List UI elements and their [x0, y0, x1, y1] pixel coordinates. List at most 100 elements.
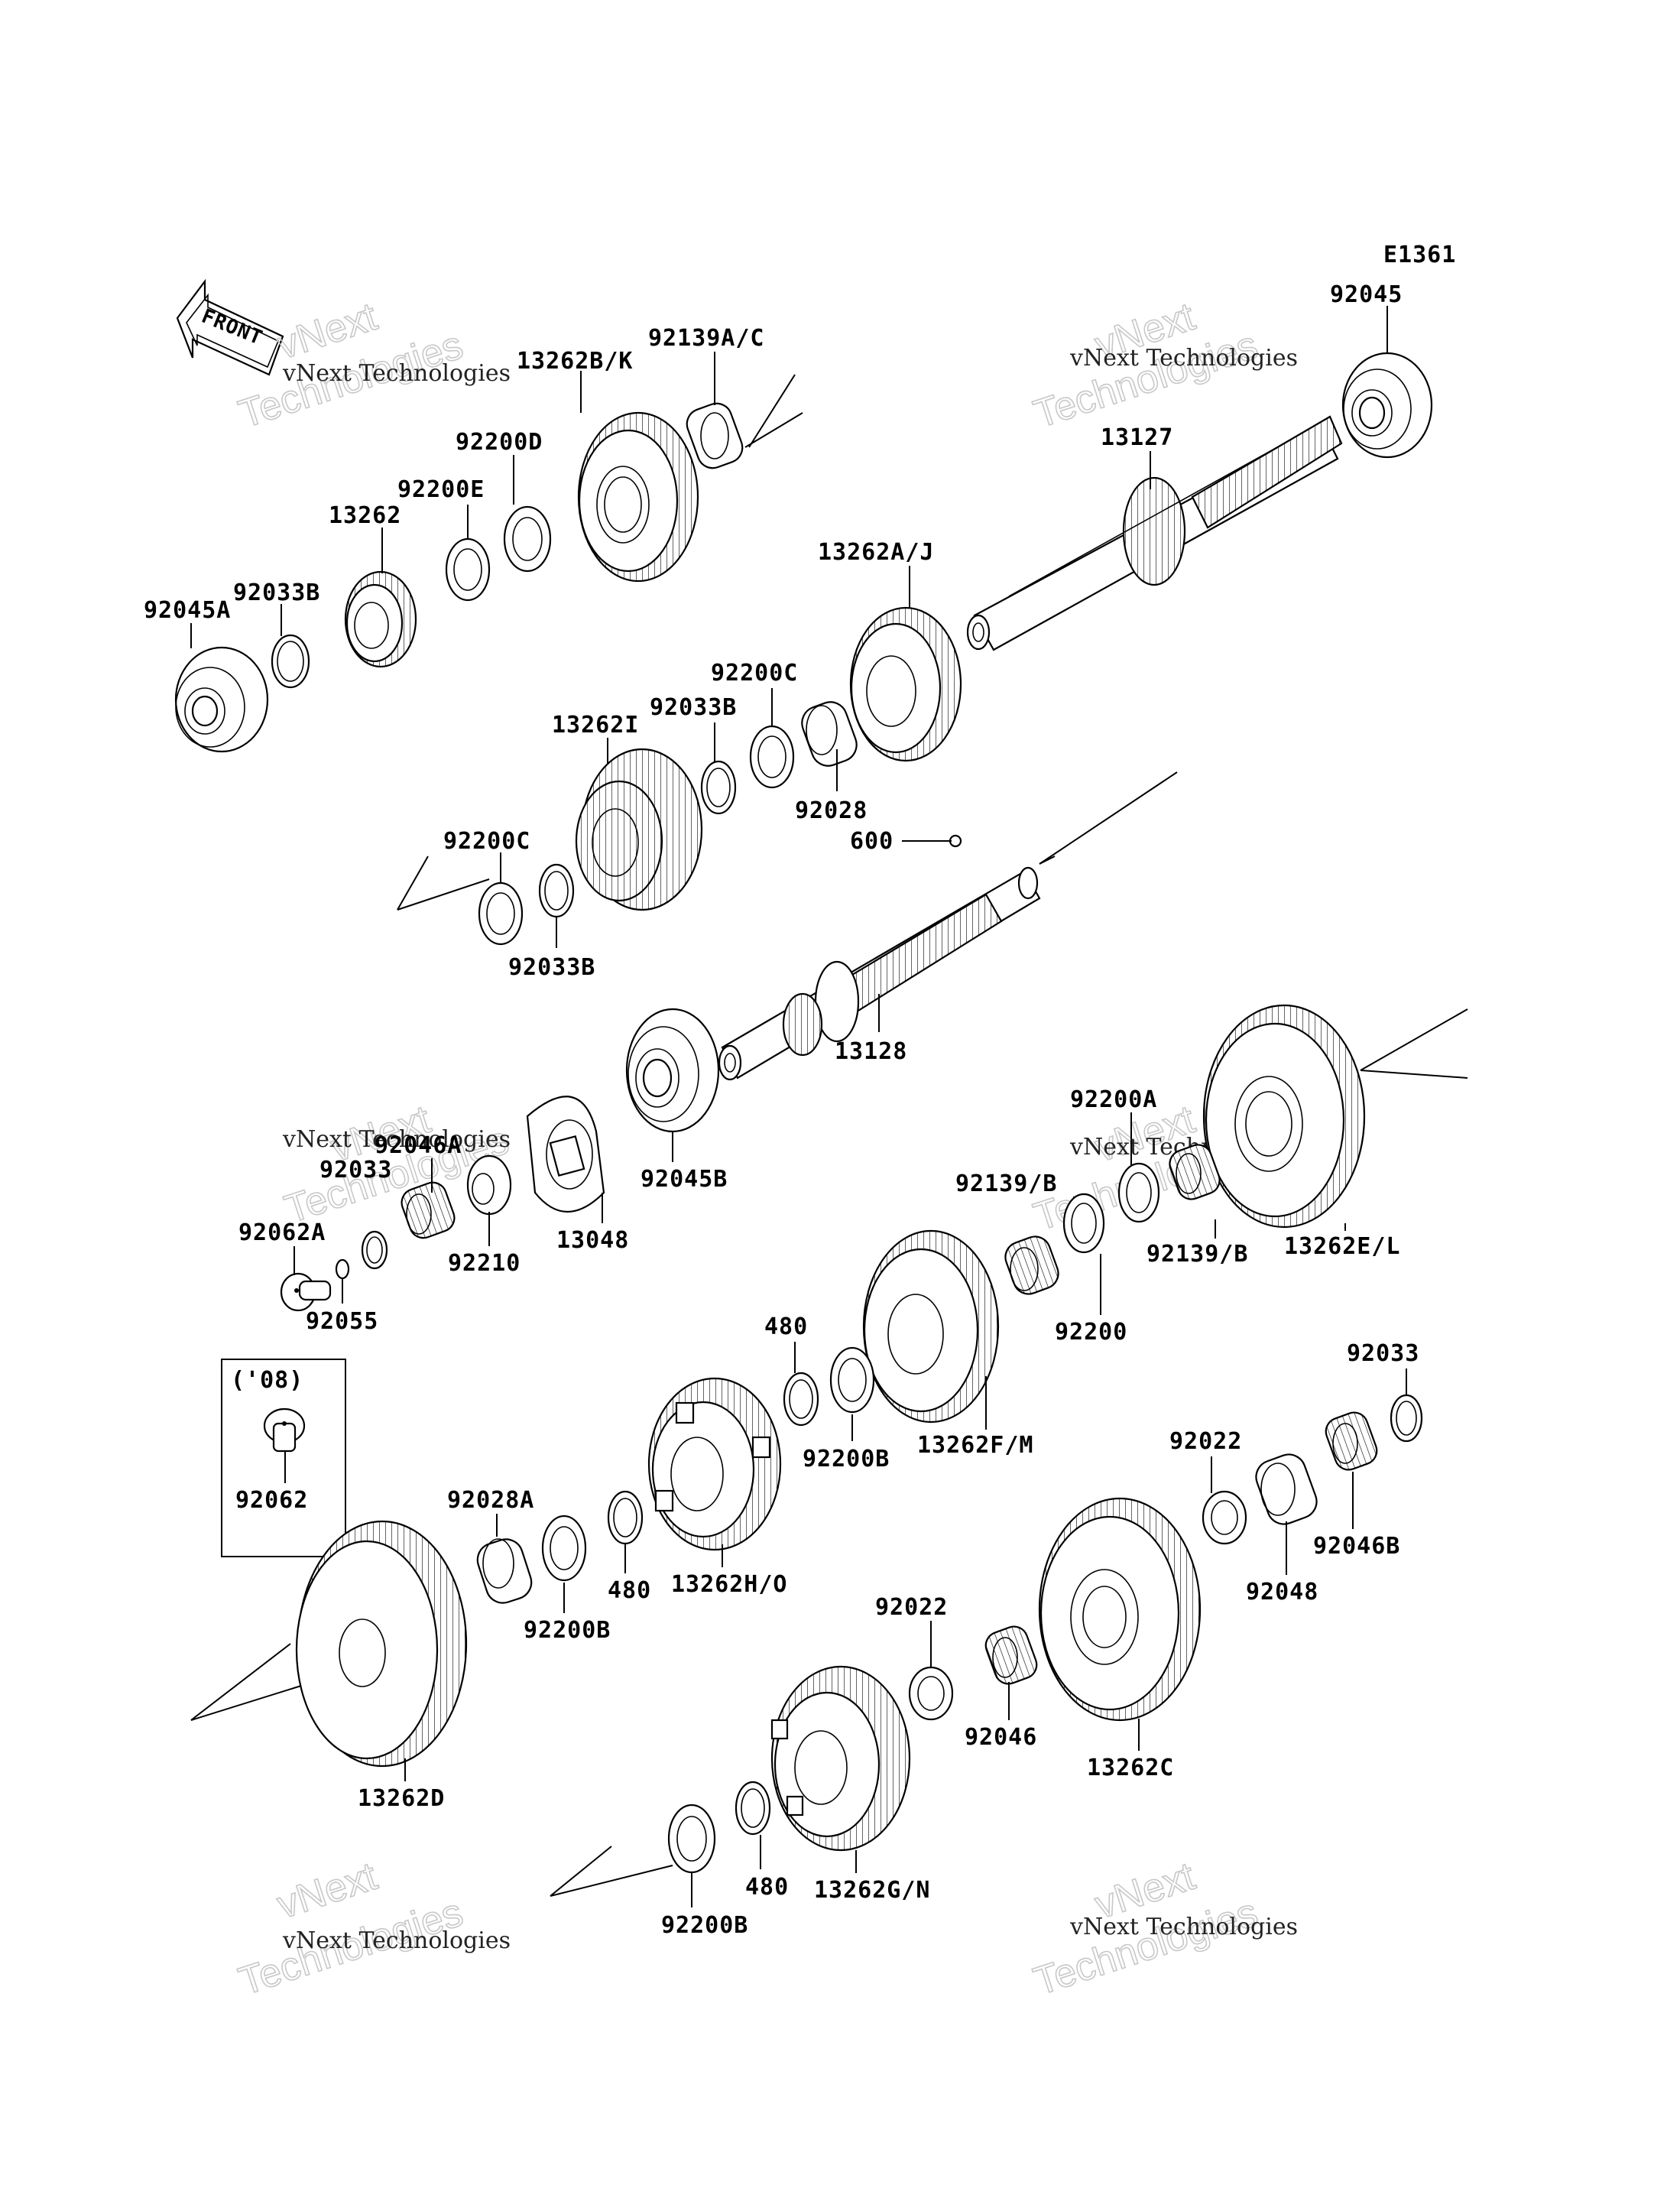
label-92062a: 92062A	[238, 1219, 326, 1246]
needle-bearing-92139a-c	[686, 402, 744, 469]
label-92139b-left: 92139/B	[955, 1170, 1057, 1197]
gear-13262i	[575, 748, 703, 911]
washer-92200	[1062, 1193, 1105, 1254]
washer-92200d	[503, 505, 552, 573]
label-92200e: 92200E	[397, 476, 485, 503]
inset-label: ('08)	[231, 1367, 303, 1394]
label-92033b-top: 92033B	[233, 580, 320, 606]
label-92200b-left: 92200B	[524, 1617, 611, 1644]
washer-92200b-left	[541, 1515, 587, 1582]
washer-92022-mid	[908, 1666, 954, 1721]
watermark-bottom-left: vNext Technologies vNext Technologies	[233, 1853, 511, 2005]
bearing-92045a	[174, 646, 269, 753]
label-13262i: 13262I	[552, 712, 639, 739]
bearing-92045b	[625, 1008, 720, 1133]
bolt-92062a	[280, 1272, 332, 1312]
label-92046: 92046	[965, 1724, 1037, 1751]
label-480-top: 480	[764, 1313, 808, 1340]
label-92200: 92200	[1055, 1319, 1127, 1346]
label-92022-right: 92022	[1169, 1428, 1242, 1455]
circlip-92033-left	[361, 1230, 388, 1270]
nut-92210	[466, 1154, 512, 1216]
label-92200b-bottom: 92200B	[661, 1912, 748, 1939]
gear-13262f-m	[862, 1229, 1000, 1424]
label-92046a: 92046A	[375, 1132, 462, 1159]
label-92139b-right: 92139/B	[1146, 1241, 1248, 1268]
label-92200d: 92200D	[456, 429, 543, 456]
bearing-92045	[1341, 352, 1433, 459]
label-600: 600	[850, 828, 894, 855]
label-13262d: 13262D	[358, 1785, 445, 1812]
circlip-92033b-mid	[700, 760, 737, 815]
gear-13262b-k	[577, 411, 699, 583]
label-92200b-mid: 92200B	[803, 1446, 890, 1472]
leader-lines	[190, 306, 1407, 1907]
gear-13262	[344, 570, 417, 668]
washer-92200b-mid	[829, 1346, 875, 1414]
circlip-480-bottom	[735, 1781, 771, 1836]
washer-92055	[335, 1258, 350, 1280]
label-92033b-low: 92033B	[508, 954, 595, 981]
lubrication-point-600	[949, 834, 962, 848]
washer-92022-right	[1202, 1490, 1247, 1545]
label-480-mid: 480	[608, 1577, 651, 1604]
axis-lines	[190, 374, 1468, 1897]
label-92200c-low: 92200C	[443, 828, 530, 855]
label-92033-right: 92033	[1347, 1340, 1419, 1367]
gear-13262d	[295, 1520, 468, 1768]
washer-92200c-low	[478, 881, 524, 946]
collar-92048	[1255, 1453, 1318, 1525]
label-92028: 92028	[795, 797, 868, 824]
front-arrow-icon: FRONT	[176, 278, 284, 376]
circlip-92033b-low	[538, 863, 575, 918]
circlip-92033-right	[1390, 1394, 1423, 1443]
label-13262a-j: 13262A/J	[818, 539, 935, 566]
label-13262h-o: 13262H/O	[671, 1571, 788, 1598]
label-13262f-m: 13262F/M	[917, 1432, 1034, 1459]
watermark-top-left: vNext Technologies vNext Technologies	[233, 294, 511, 437]
watermark-bottom-right: vNext Technologies vNext Technologies	[1028, 1853, 1298, 2005]
collar-92028a	[476, 1538, 533, 1604]
label-92062: 92062	[235, 1487, 308, 1514]
label-13128: 13128	[835, 1038, 907, 1065]
needle-bearing-92046a	[401, 1181, 456, 1239]
needle-bearing-92046	[984, 1625, 1038, 1685]
svg-text:vNext: vNext	[272, 1854, 383, 1927]
label-92200a: 92200A	[1070, 1086, 1157, 1113]
washer-92200b-bottom	[667, 1804, 716, 1874]
washer-92200c-top	[749, 725, 795, 789]
shaft-13127	[966, 415, 1343, 651]
label-480-bottom: 480	[745, 1874, 789, 1901]
label-92055: 92055	[306, 1308, 378, 1335]
label-92033-left: 92033	[319, 1157, 392, 1183]
needle-bearing-92139b-left	[1004, 1235, 1059, 1295]
gear-13262a-j	[849, 606, 962, 762]
label-92200c-top: 92200C	[711, 660, 798, 687]
label-92048: 92048	[1246, 1579, 1318, 1605]
label-92045b: 92045B	[641, 1166, 728, 1193]
svg-text:vNext Technologies: vNext Technologies	[282, 360, 511, 387]
label-13262e-l: 13262E/L	[1284, 1233, 1401, 1260]
svg-text:vNext Technologies: vNext Technologies	[1069, 1914, 1298, 1940]
circlip-92033b-top	[271, 634, 310, 689]
label-92139a-c: 92139A/C	[648, 325, 765, 352]
circlip-480-top	[783, 1372, 819, 1427]
collar-92028	[801, 701, 858, 767]
washer-92200e	[445, 537, 491, 602]
svg-text:vNext Technologies: vNext Technologies	[282, 1927, 511, 1954]
label-13262: 13262	[329, 502, 401, 529]
label-13127: 13127	[1101, 424, 1173, 451]
label-92033b-mid: 92033B	[650, 694, 737, 721]
label-92028a: 92028A	[447, 1487, 534, 1514]
shaft-13128	[718, 866, 1041, 1081]
svg-text:vNext Technologies: vNext Technologies	[1069, 345, 1298, 372]
svg-text:vNext Technologies: vNext Technologies	[282, 1126, 511, 1153]
gear-13262c	[1038, 1497, 1202, 1722]
label-92022-mid: 92022	[875, 1594, 948, 1621]
label-13048: 13048	[556, 1227, 629, 1254]
label-13262c: 13262C	[1087, 1755, 1174, 1781]
part-labels: 92045 92139A/C 13262B/K 13127 92200D 922…	[144, 281, 1419, 1939]
needle-bearing-92046b	[1325, 1411, 1378, 1471]
watermark-top-right: vNext Technologies vNext Technologies	[1028, 294, 1298, 437]
